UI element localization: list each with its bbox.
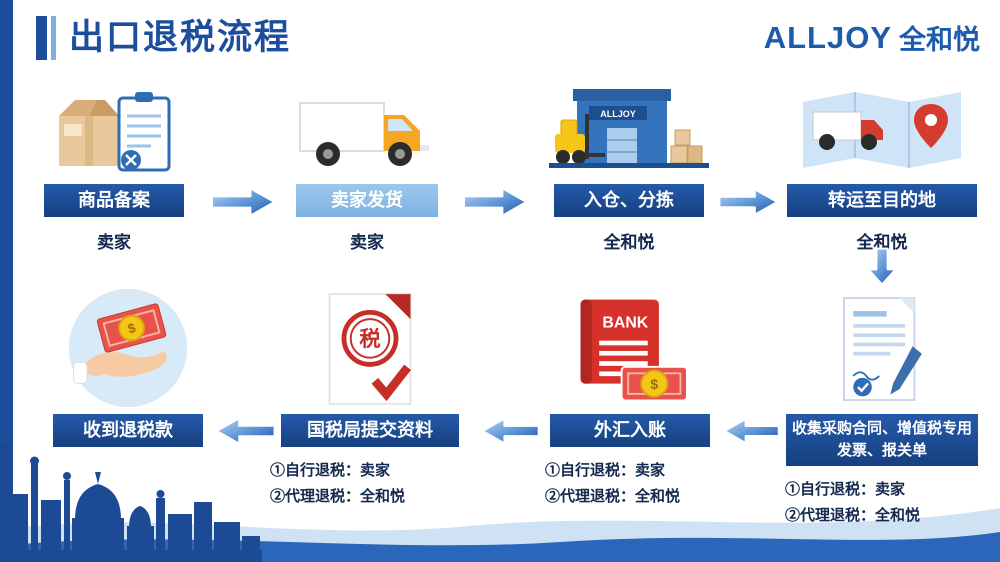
step-label: 外汇入账 <box>550 414 710 447</box>
step-label: 收集采购合同、增值税专用发票、报关单 <box>786 414 978 466</box>
step-collect-documents: 收集采购合同、增值税专用发票、报关单 ①自行退税：卖家 ②代理退税：全和悦 <box>785 282 979 529</box>
contract-pen-icon <box>785 282 979 410</box>
note-self-rebate: ①自行退税：卖家 <box>545 461 666 479</box>
step-label: 转运至目的地 <box>787 184 977 217</box>
step-notes: ①自行退税：卖家 ②代理退税：全和悦 <box>785 477 979 529</box>
svg-text:$: $ <box>126 320 138 337</box>
step-product-registration: 商品备案 卖家 <box>36 76 192 253</box>
truck-map-icon <box>785 76 979 180</box>
svg-text:BANK: BANK <box>602 315 648 332</box>
step-label: 收到退税款 <box>53 414 203 447</box>
box-clipboard-icon <box>36 76 192 180</box>
warehouse-forklift-icon: ALLJOY <box>545 76 713 180</box>
arrow-left-icon <box>480 416 540 451</box>
step-notes: ①自行退税：卖家 ②代理退税：全和悦 <box>270 458 470 510</box>
step-forex-receipt: BANK $ 外汇入账 ①自行退税：卖家 ②代理退税：全和悦 <box>545 282 715 510</box>
note-agent-rebate: ②代理退税：全和悦 <box>785 506 921 524</box>
step-seller-ship: 卖家发货 卖家 <box>288 76 446 253</box>
logo-chinese-text: 全和悦 <box>899 25 980 55</box>
left-edge-stripe <box>0 0 13 500</box>
step-actor: 全和悦 <box>603 232 655 252</box>
city-skyline-silhouette <box>0 442 262 562</box>
page-title-block: 出口退税流程 <box>36 16 291 60</box>
note-self-rebate: ①自行退税：卖家 <box>785 480 906 498</box>
step-transfer-destination: 转运至目的地 全和悦 <box>785 76 979 253</box>
arrow-left-icon <box>722 416 780 451</box>
svg-text:税: 税 <box>359 326 380 351</box>
arrow-right-icon <box>210 186 278 223</box>
step-warehouse-sorting: ALLJOY 入仓、分拣 全和悦 <box>545 76 713 253</box>
svg-text:$: $ <box>650 376 658 392</box>
step-actor: 卖家 <box>97 232 131 252</box>
step-receive-rebate: $ 收到退税款 <box>48 282 208 447</box>
note-agent-rebate: ②代理退税：全和悦 <box>545 487 681 505</box>
note-self-rebate: ①自行退税：卖家 <box>270 461 391 479</box>
title-accent-bar-light <box>51 16 56 60</box>
step-notes: ①自行退税：卖家 ②代理退税：全和悦 <box>545 458 715 510</box>
arrow-right-icon <box>718 186 780 223</box>
tax-document-icon: 税 <box>270 282 470 410</box>
step-actor: 全和悦 <box>856 232 908 252</box>
logo-brand-text: ALLJOY <box>763 19 892 55</box>
step-label: 国税局提交资料 <box>281 414 459 447</box>
delivery-truck-icon <box>288 76 446 180</box>
arrow-left-icon <box>214 416 276 451</box>
bank-book-icon: BANK $ <box>545 282 715 410</box>
hand-money-icon: $ <box>48 282 208 410</box>
company-logo: ALLJOY 全和悦 <box>764 18 980 57</box>
step-label: 商品备案 <box>44 184 184 217</box>
page-title: 出口退税流程 <box>69 18 292 57</box>
step-label: 入仓、分拣 <box>554 184 704 217</box>
arrow-down-icon <box>866 244 898 295</box>
step-tax-bureau-submit: 税 国税局提交资料 ①自行退税：卖家 ②代理退税：全和悦 <box>270 282 470 510</box>
note-agent-rebate: ②代理退税：全和悦 <box>270 487 406 505</box>
title-accent-bar <box>36 16 47 60</box>
arrow-right-icon <box>462 186 530 223</box>
svg-text:ALLJOY: ALLJOY <box>600 109 636 119</box>
step-label: 卖家发货 <box>296 184 438 217</box>
step-actor: 卖家 <box>350 232 384 252</box>
